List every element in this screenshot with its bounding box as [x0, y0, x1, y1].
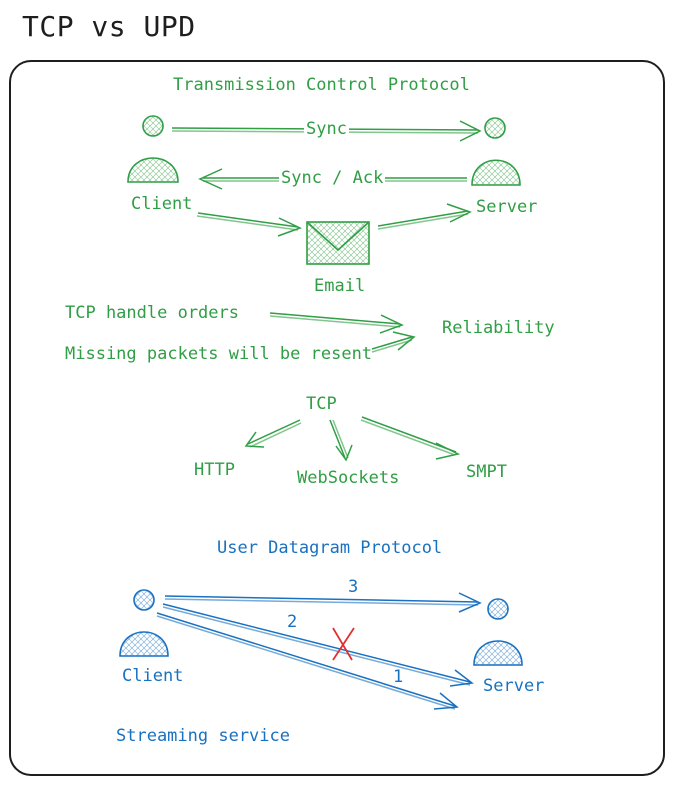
- handle-orders-arrow: [269, 312, 404, 334]
- email-label: Email: [314, 276, 366, 296]
- tcp-to-websockets-arrow: [329, 419, 353, 462]
- http-label: HTTP: [194, 460, 235, 480]
- tcp-client-label: Client: [131, 194, 193, 214]
- smpt-label: SMPT: [466, 462, 507, 482]
- email-to-server-arrow: [377, 203, 472, 230]
- missing-packets-arrow: [371, 331, 416, 353]
- udp-server-label: Server: [483, 676, 545, 696]
- packet-2-label: 2: [287, 612, 298, 632]
- udp-client-label: Client: [122, 666, 184, 686]
- lost-packet-marker: [332, 627, 355, 661]
- packet-3-label: 3: [348, 577, 359, 597]
- reliability-label: Reliability: [442, 318, 555, 338]
- envelope-icon: [306, 221, 370, 265]
- missing-packets-text: Missing packets will be resent: [65, 344, 373, 364]
- tcp-root-label: TCP: [306, 394, 337, 414]
- tcp-to-http-arrow: [244, 419, 302, 448]
- diagram-frame: [9, 60, 665, 776]
- tcp-server-label: Server: [476, 197, 538, 217]
- udp-server-person-icon: [473, 598, 523, 666]
- websockets-label: WebSockets: [297, 468, 400, 488]
- sync-ack-label: Sync / Ack: [279, 168, 386, 188]
- tcp-heading: Transmission Control Protocol: [173, 75, 470, 95]
- sync-label: Sync: [304, 119, 349, 139]
- page-title: TCP vs UPD: [22, 10, 196, 43]
- udp-client-person-icon: [119, 589, 169, 657]
- tcp-to-smpt-arrow: [360, 416, 461, 460]
- streaming-service-label: Streaming service: [116, 726, 290, 746]
- tcp-server-person-icon: [471, 117, 521, 186]
- packet-3-arrow: [164, 592, 482, 613]
- client-to-email-arrow: [196, 212, 302, 237]
- packet-1-label: 1: [393, 667, 404, 687]
- tcp-client-person-icon: [127, 115, 179, 183]
- udp-heading: User Datagram Protocol: [217, 538, 443, 558]
- packet-1-arrow: [156, 612, 459, 710]
- handle-orders-text: TCP handle orders: [65, 303, 239, 323]
- packet-2-arrow: [162, 603, 474, 687]
